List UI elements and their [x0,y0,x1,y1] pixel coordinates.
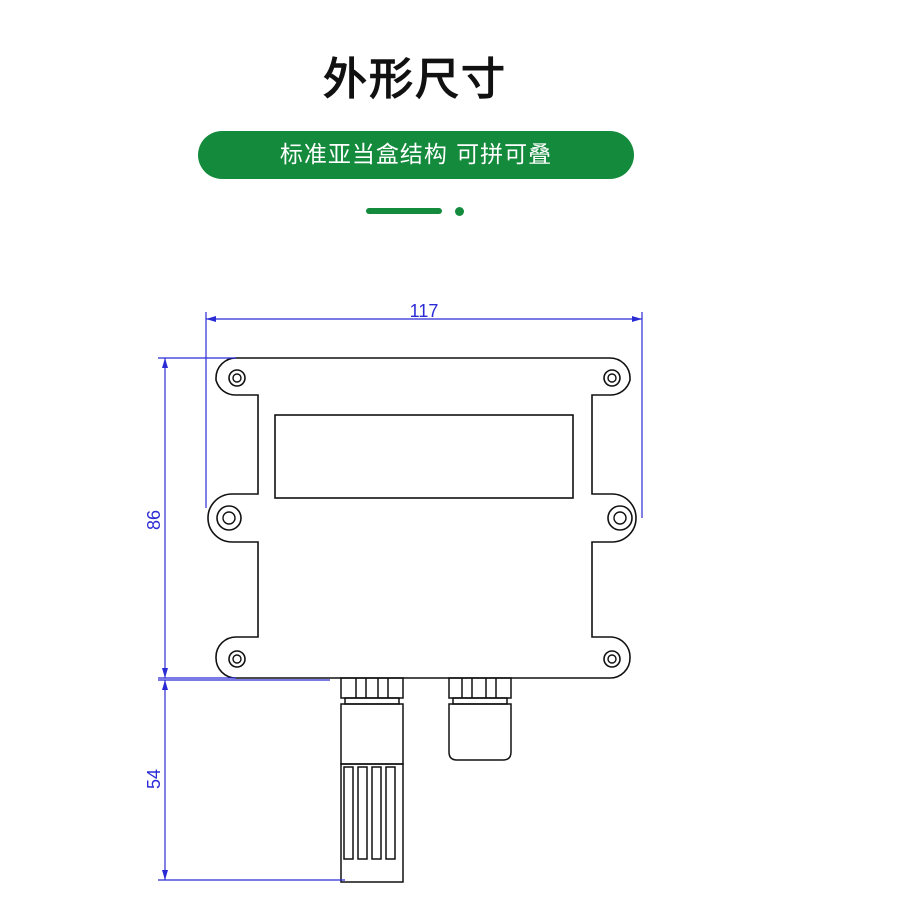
accent-line [366,208,442,214]
mounting-hole-top-left [228,369,246,387]
dimension-width-label: 117 [410,301,439,321]
mounting-hole-bottom-left [228,650,246,668]
mounting-hole-mid-right [607,505,633,531]
subtitle-banner: 标准亚当盒结构 可拼可叠 [198,131,634,179]
dimension-probe-length-label: 54 [144,769,164,789]
dimension-body-height [158,357,236,679]
sensor-probe [340,703,404,883]
probe-gland [340,677,404,705]
mounting-hole-bottom-right [603,650,621,668]
mounting-hole-mid-left [216,505,242,531]
accent-dot [455,207,464,216]
dimension-probe-length [158,679,345,881]
housing-outline [207,357,637,679]
cable-gland-right [448,677,512,761]
page-title: 外形尺寸 [323,54,507,105]
display-window [274,414,574,499]
dimension-width [205,312,643,518]
dimension-body-height-label: 86 [144,510,164,530]
mounting-hole-top-right [603,369,621,387]
